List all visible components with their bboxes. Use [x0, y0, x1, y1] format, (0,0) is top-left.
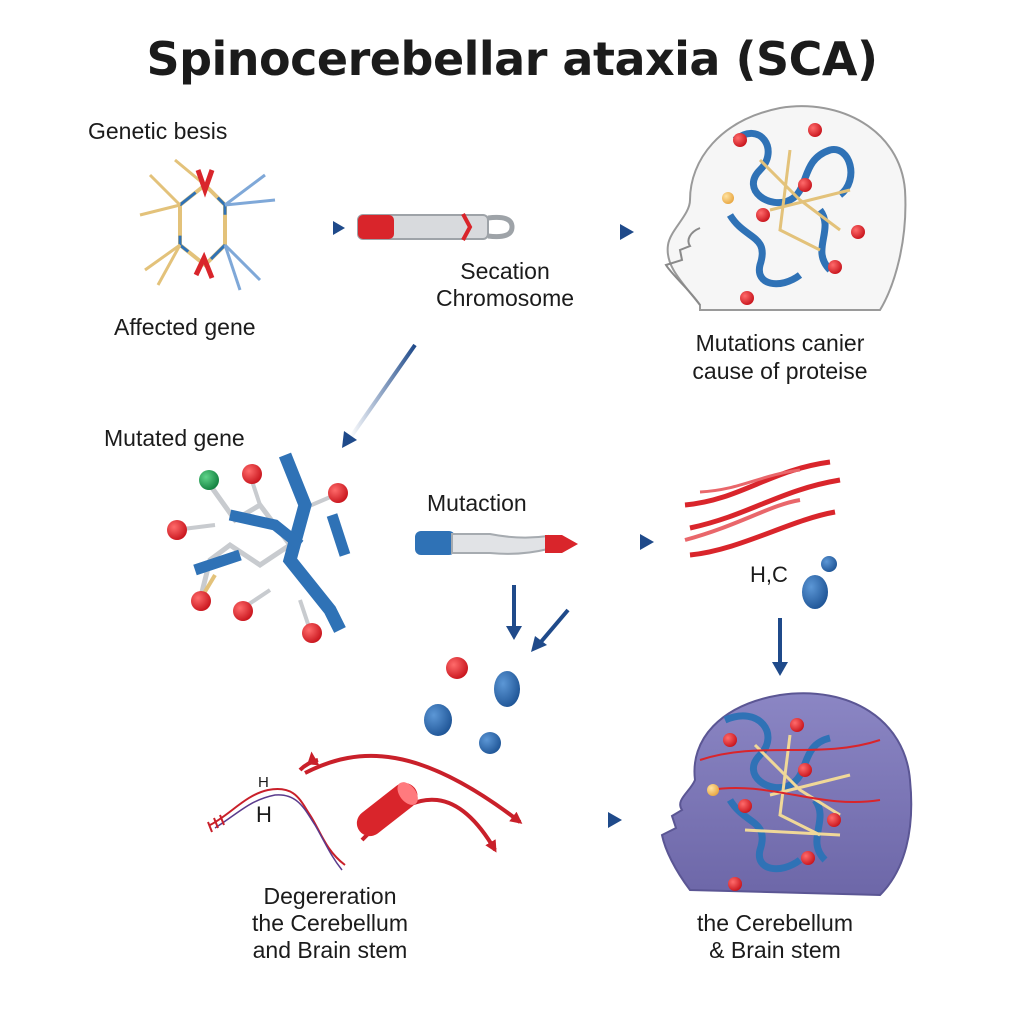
mutation-tube-icon — [415, 531, 578, 555]
red-cylinder-icon — [356, 782, 418, 837]
page-title: Spinocerebellar ataxia (SCA) — [146, 32, 878, 86]
mutated-gene-label: Mutated gene — [104, 425, 245, 451]
degeneration-strand-icon — [207, 788, 346, 871]
chromosome-label-line2: Chromosome — [435, 285, 575, 311]
molecule-dot — [821, 556, 837, 572]
chromosome-icon — [357, 213, 515, 241]
flow-arrow — [538, 608, 570, 645]
cerebellum-label-line1: the Cerebellum — [697, 910, 853, 936]
degeneration-label-line3: and Brain stem — [252, 937, 408, 963]
molecule-dot — [494, 671, 520, 707]
protein-fibers-icon — [684, 459, 841, 558]
molecule-dot — [802, 575, 828, 609]
affected-gene-label: Affected gene — [114, 314, 256, 340]
chromosome-label-line1: Secation — [460, 258, 550, 284]
molecule-dot — [446, 657, 468, 679]
degeneration-label-line1: Degereration — [263, 883, 397, 909]
mutaction-label: Mutaction — [427, 490, 527, 516]
molecule-dot — [424, 704, 452, 736]
cerebellum-label-line2: & Brain stem — [709, 937, 841, 963]
head-outline-icon — [664, 105, 907, 311]
head-degenerated-icon — [660, 692, 913, 897]
genetic-basis-label: Genetic besis — [88, 118, 228, 144]
degeneration-label-line2: the Cerebellum — [252, 910, 408, 936]
molecule-dot — [479, 732, 501, 754]
h2c-label: H,C — [750, 562, 788, 587]
mutations-label-line2: cause of proteise — [692, 358, 868, 384]
h-large-label: H — [256, 802, 272, 827]
flow-arrow — [348, 343, 417, 440]
affected-gene-icon — [139, 158, 276, 291]
h-small-label: H — [258, 774, 269, 791]
mutations-label-line1: Mutations canier — [695, 330, 865, 356]
mutated-gene-molecule-icon — [167, 452, 351, 643]
red-flow-arrow — [304, 753, 523, 824]
